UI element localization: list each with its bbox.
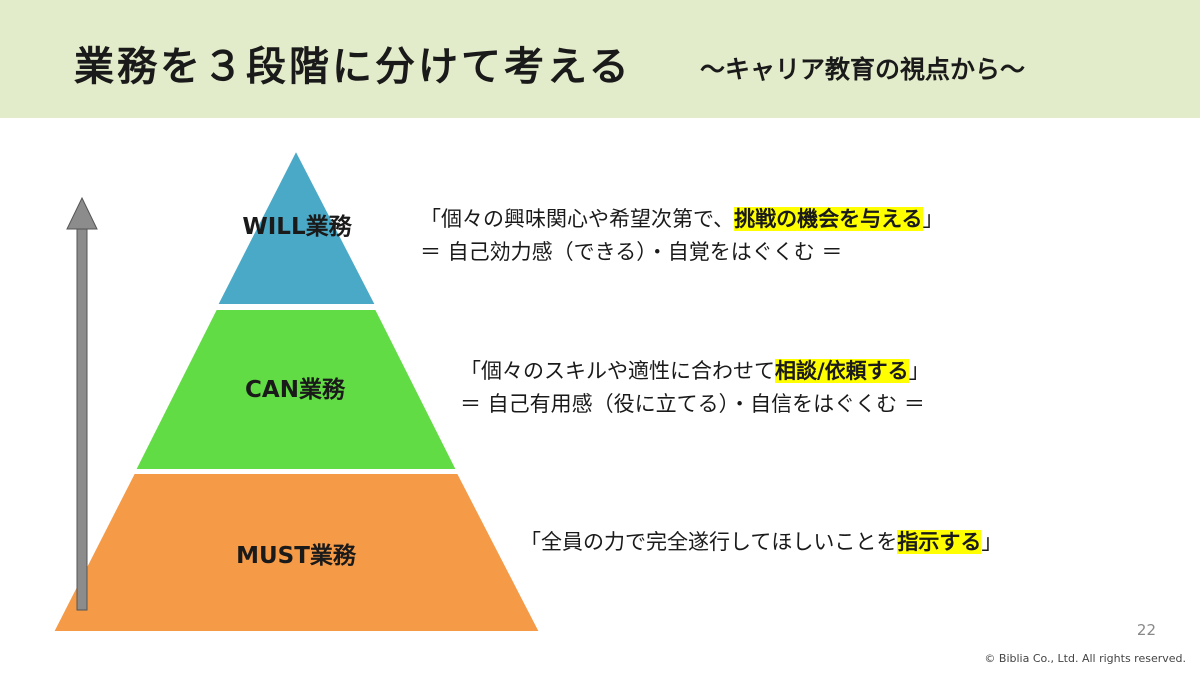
upward-arrow [66, 196, 98, 611]
can-description-line1: 「個々のスキルや適性に合わせて相談/依頼する」 [460, 359, 930, 383]
will-description: 「個々の興味関心や希望次第で、挑戦の機会を与える」 ＝ 自己効力感（できる）・自… [420, 203, 944, 269]
must-description-line1: 「全員の力で完全遂行してほしいことを指示する」 [520, 530, 1003, 554]
page-number: 22 [1136, 621, 1156, 639]
tier-must-label: MUST業務 [236, 543, 356, 569]
can-highlight: 相談/依頼する [775, 359, 909, 383]
arrow-head [66, 196, 98, 230]
page-subtitle: 〜キャリア教育の視点から〜 [700, 55, 1026, 84]
will-description-line2: ＝ 自己効力感（できる）・自覚をはぐくむ ＝ [420, 240, 843, 264]
tier-can-label: CAN業務 [245, 377, 345, 403]
can-description: 「個々のスキルや適性に合わせて相談/依頼する」 ＝ 自己有用感（役に立てる）・自… [460, 355, 930, 421]
page-title: 業務を３段階に分けて考える [74, 44, 632, 90]
header-band: 業務を３段階に分けて考える 〜キャリア教育の視点から〜 [0, 0, 1200, 118]
must-description: 「全員の力で完全遂行してほしいことを指示する」 [520, 526, 1002, 559]
copyright-notice: © Biblia Co., Ltd. All rights reserved. [984, 652, 1186, 665]
will-description-line1: 「個々の興味関心や希望次第で、挑戦の機会を与える」 [420, 207, 944, 231]
tier-will-label: WILL業務 [242, 214, 352, 240]
must-highlight: 指示する [897, 530, 982, 554]
tier-can-shape [133, 308, 459, 471]
arrow-shaft [76, 227, 88, 611]
can-description-line2: ＝ 自己有用感（役に立てる）・自信をはぐくむ ＝ [460, 392, 925, 416]
tier-will-shape [215, 147, 378, 306]
will-highlight: 挑戦の機会を与える [734, 207, 923, 231]
